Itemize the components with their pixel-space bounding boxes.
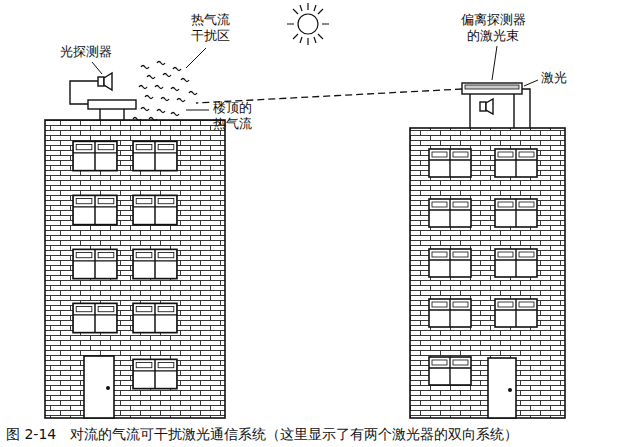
rooftop-hot-air-label: 楼顶的 热气流 [213, 100, 257, 132]
left-building [45, 120, 225, 418]
deflected-beam-label: 偏离探测器 的激光束 [458, 12, 528, 44]
leader-lines [92, 46, 538, 110]
right-building [410, 128, 565, 418]
right-rooftop-equipment [462, 83, 530, 128]
figure-caption: 图 2-14 对流的气流可干扰激光通信系统（这里显示了有两个激光器的双向系统） [6, 425, 518, 443]
laser-label: 激光 [541, 70, 567, 86]
turbulence-zone-label: 热气流 干扰区 [188, 12, 232, 44]
detector-label: 光探测器 [60, 44, 112, 60]
sun [287, 3, 329, 45]
hot-air-turbulence [133, 62, 197, 121]
left-rooftop-equipment [70, 73, 136, 120]
